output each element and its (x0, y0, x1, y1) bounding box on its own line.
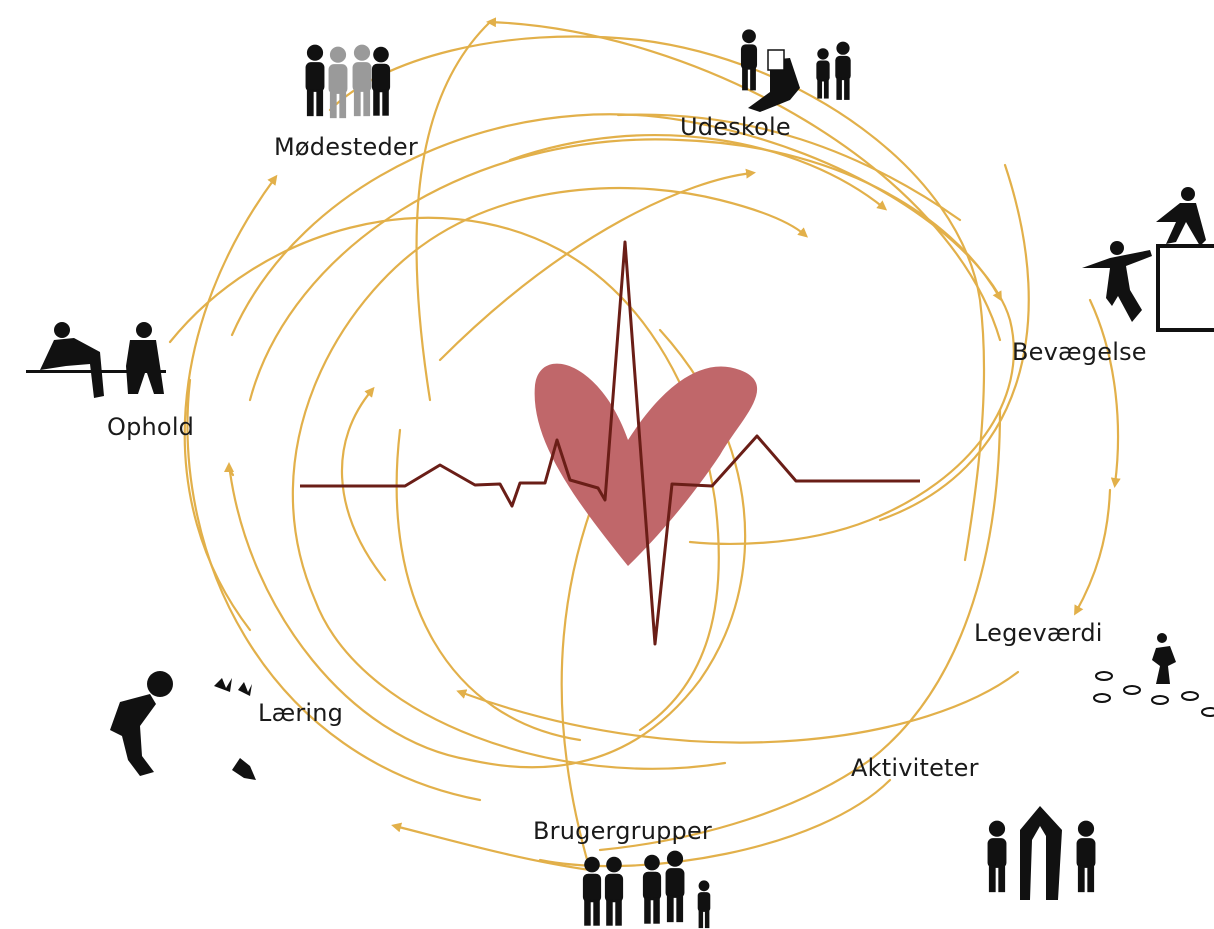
orbit-arrow-15 (224, 462, 235, 477)
sitting-people-icon (26, 322, 166, 398)
pulse-line (300, 240, 920, 646)
label-modesteder: Mødesteder (274, 133, 418, 161)
climbing-people-icon (1082, 187, 1214, 332)
children-reading-icon (740, 29, 851, 112)
child-stepping-stones-icon (1093, 633, 1214, 717)
people-with-sculpture-icon (987, 806, 1096, 900)
orbit-arrow-10 (456, 670, 1020, 744)
orbit-arrow-9 (598, 408, 1002, 852)
label-aktiviteter: Aktiviteter (851, 754, 979, 782)
orbit-arrow-4 (340, 386, 387, 582)
orbit-arrow-16 (508, 134, 888, 211)
orbit-arrow-7 (1088, 298, 1121, 488)
orbit-arrow-22 (538, 778, 892, 868)
orbit-arrow-6 (878, 163, 1030, 522)
walking-group-icon (305, 44, 391, 119)
orbit-arrow-14 (186, 378, 482, 802)
orbit-arrow-12 (228, 470, 472, 762)
label-laering: Læring (258, 699, 344, 727)
label-udeskole: Udeskole (680, 113, 791, 141)
orbit-arrow-11 (291, 186, 809, 770)
orbit-arrow-17 (616, 113, 962, 222)
orbit-arrow-21 (438, 168, 756, 362)
label-legevaerdi: Legeværdi (974, 619, 1103, 647)
orbit-arrow-20 (415, 20, 492, 402)
orbit-arrow-24 (328, 35, 986, 562)
orbit-arrow-23 (391, 438, 622, 872)
family-walking-icon (582, 850, 711, 929)
child-with-butterflies-icon (110, 671, 256, 780)
orbit-arrow-8 (1074, 488, 1112, 616)
orbit-arrow-5 (183, 174, 278, 632)
heart-shape (534, 363, 758, 566)
silhouette-icons (26, 29, 1214, 929)
heart-pulse-center (300, 240, 920, 646)
orbit-arrow-1 (168, 216, 720, 732)
label-brugergrupper: Brugergrupper (533, 817, 713, 845)
orbit-arrow-18 (395, 428, 582, 742)
label-bevaegelse: Bevægelse (1012, 338, 1147, 366)
label-ophold: Ophold (107, 413, 195, 441)
orbit-arrow-19 (486, 17, 1002, 342)
orbit-arrows (168, 17, 1121, 872)
orbit-arrow-3 (248, 138, 1002, 402)
